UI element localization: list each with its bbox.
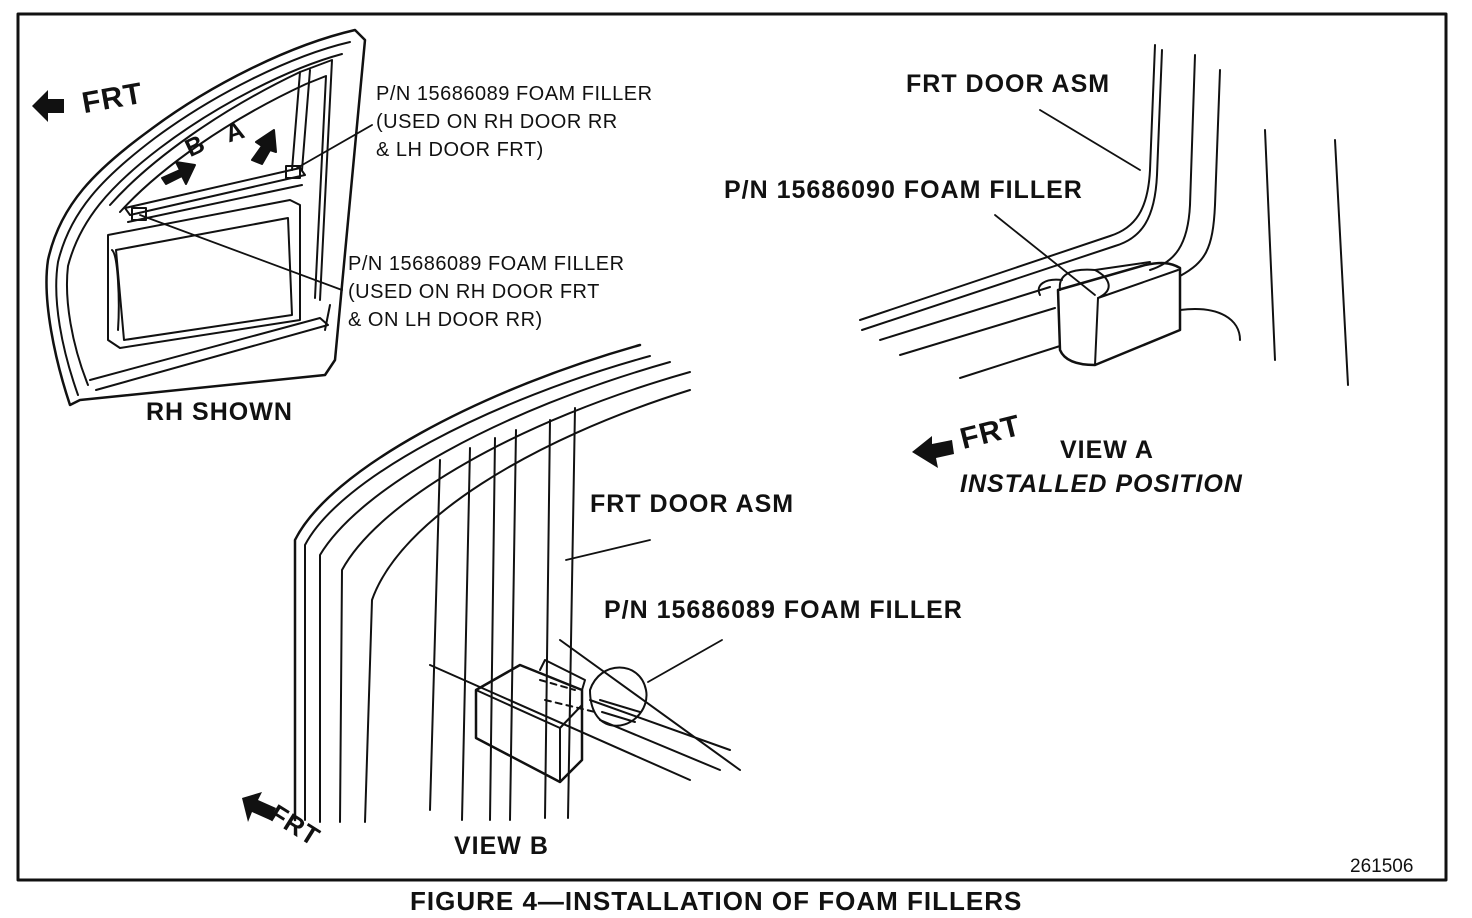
callout-rear-filler: P/N 15686089 FOAM FILLER (USED ON RH DOO… xyxy=(376,80,653,164)
view-a-door-asm-label: FRT DOOR ASM xyxy=(906,70,1111,98)
figure-border xyxy=(16,12,1448,882)
callout-front-usage-1: (USED ON RH DOOR FRT xyxy=(348,281,600,303)
view-b-title: VIEW B xyxy=(454,832,549,860)
callout-rear-part-number: P/N 15686089 FOAM FILLER xyxy=(376,83,653,105)
view-b-illustration xyxy=(242,343,741,823)
callout-rear-usage-1: (USED ON RH DOOR RR xyxy=(376,111,618,133)
callout-front-usage-2: & ON LH DOOR RR) xyxy=(348,309,543,331)
figure-number: 261506 xyxy=(1350,856,1414,877)
view-b-door-asm-label: FRT DOOR ASM xyxy=(590,490,795,518)
view-a-illustration xyxy=(859,44,1349,468)
view-a-title: VIEW A xyxy=(1060,436,1154,464)
callout-rear-usage-2: & LH DOOR FRT) xyxy=(376,139,544,161)
view-b-filler-label: P/N 15686089 FOAM FILLER xyxy=(604,596,963,624)
view-a-subtitle: INSTALLED POSITION xyxy=(960,470,1243,498)
callout-front-filler: P/N 15686089 FOAM FILLER (USED ON RH DOO… xyxy=(348,250,625,334)
callout-front-part-number: P/N 15686089 FOAM FILLER xyxy=(348,253,625,275)
rh-door-illustration xyxy=(32,28,373,407)
rh-shown-label: RH SHOWN xyxy=(146,398,293,426)
figure-caption: FIGURE 4—INSTALLATION OF FOAM FILLERS xyxy=(410,886,1023,916)
view-a-filler-label: P/N 15686090 FOAM FILLER xyxy=(724,176,1083,204)
